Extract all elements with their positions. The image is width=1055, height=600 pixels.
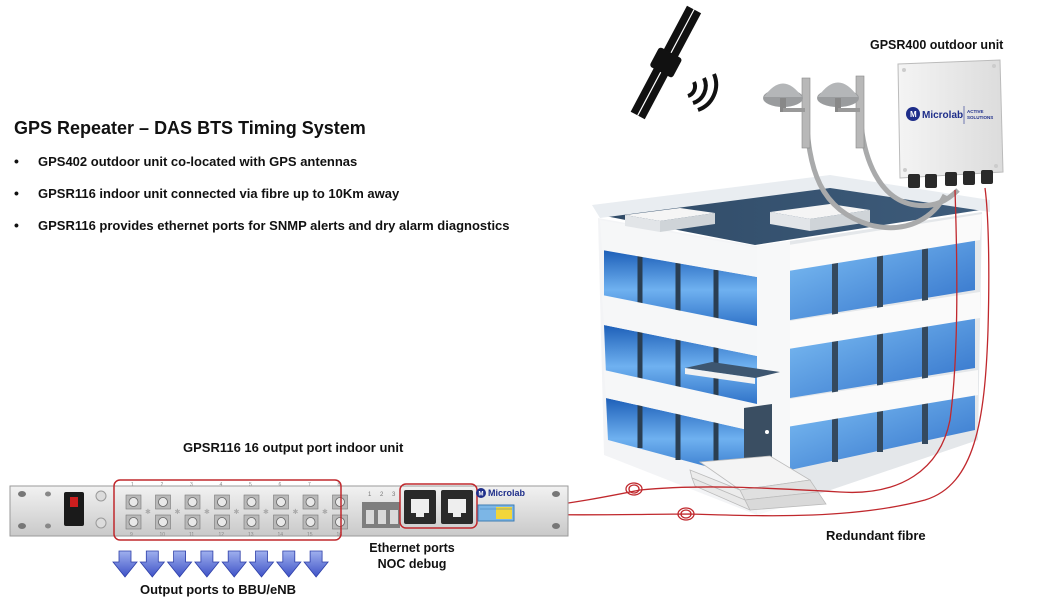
gps-antennas (763, 75, 960, 231)
sma-connector (276, 497, 286, 507)
redundant-fibre-label: Redundant fibre (826, 528, 926, 543)
gpsr116-indoor-unit: 19✱210✱311✱412✱513✱614✱715✱816 1 2 3 M M… (9, 479, 569, 541)
svg-text:2: 2 (380, 492, 384, 498)
dry-alarm-terminal-block: 1 2 3 (362, 492, 400, 528)
sma-connector (128, 517, 139, 527)
down-arrow-icon (275, 550, 302, 578)
port-number-bottom: 12 (219, 532, 225, 538)
svg-text:M: M (479, 492, 484, 498)
output-arrows (112, 550, 329, 578)
port-number-bottom: 14 (278, 532, 284, 538)
sma-connector (305, 497, 316, 507)
down-arrow-icon (248, 550, 275, 578)
bullet-item: GPSR116 indoor unit connected via fibre … (14, 185, 510, 218)
bullet-item: GPS402 outdoor unit co-located with GPS … (14, 153, 510, 186)
down-arrow-icon (303, 550, 329, 578)
feature-bullets: GPS402 outdoor unit co-located with GPS … (14, 153, 510, 250)
separator-mark: ✱ (145, 508, 151, 516)
bullet-item: GPSR116 provides ethernet ports for SNMP… (14, 217, 510, 250)
outdoor-brand-logo: Microlab (922, 110, 963, 121)
port-number-bottom: 16 (337, 532, 343, 538)
separator-mark: ✱ (263, 508, 269, 516)
port-number-bottom: 15 (307, 532, 313, 538)
output-ports-highlight (113, 479, 342, 541)
fibre-lines (515, 187, 990, 521)
separator-mark: ✱ (204, 508, 210, 516)
output-ports-label: Output ports to BBU/eNB (140, 582, 296, 597)
port-number-bottom: 10 (160, 532, 166, 538)
sma-connector (305, 517, 316, 527)
sma-connector (335, 517, 345, 527)
separator-mark: ✱ (234, 508, 240, 516)
port-number-top: 8 (338, 482, 341, 488)
separator-mark: ✱ (293, 508, 299, 516)
sma-connector (335, 497, 345, 507)
indoor-unit-label: GPSR116 16 output port indoor unit (183, 440, 404, 455)
ethernet-ports-label: Ethernet ports (369, 541, 455, 555)
sma-connector (128, 497, 139, 507)
sma-connector (276, 517, 286, 527)
outdoor-unit-label: GPSR400 outdoor unit (870, 38, 1004, 52)
output-port-grid: 1 9 ✱ 2 10 ✱ 3 11 ✱ 4 12 ✱ 5 13 ✱ 6 14 ✱ 7 15 ✱ 8 16 (125, 482, 348, 538)
port-number-top: 1 (131, 482, 134, 488)
svg-text:SOLUTIONS: SOLUTIONS (967, 115, 993, 120)
sma-connector (246, 497, 257, 507)
down-arrow-icon (194, 550, 220, 578)
separator-mark: ✱ (322, 508, 328, 516)
sma-connector (246, 517, 257, 527)
down-arrow-icon (166, 550, 193, 578)
sma-connector (158, 497, 168, 507)
port-number-bottom: 11 (189, 532, 194, 538)
sma-connector (187, 517, 198, 527)
svg-text:ACTIVE: ACTIVE (967, 109, 984, 114)
down-arrow-icon (139, 550, 166, 578)
svg-text:M: M (910, 110, 917, 119)
satellite-icon (630, 5, 719, 120)
down-arrow-icon (112, 550, 138, 578)
page-title: GPS Repeater – DAS BTS Timing System (14, 118, 366, 138)
sma-connector (187, 497, 198, 507)
rack-brand-logo: Microlab (488, 488, 526, 498)
port-number-top: 7 (308, 482, 311, 488)
down-arrow-icon (221, 550, 248, 578)
port-number-top: 4 (220, 482, 223, 488)
ethernet-ports (399, 483, 478, 529)
noc-debug-label: NOC debug (377, 557, 447, 571)
port-number-bottom: 13 (248, 532, 254, 538)
ethernet-ports-highlight (399, 483, 478, 529)
svg-text:1: 1 (368, 492, 372, 498)
sma-connector (217, 517, 227, 527)
building (592, 175, 990, 515)
sma-connector (217, 497, 227, 507)
port-number-top: 5 (249, 482, 252, 488)
port-number-top: 2 (161, 482, 164, 488)
port-number-bottom: 9 (130, 532, 133, 538)
port-number-top: 3 (190, 482, 193, 488)
port-number-top: 6 (279, 482, 282, 488)
sma-connector (158, 517, 168, 527)
gpsr400-outdoor-unit: M Microlab ACTIVE SOLUTIONS (897, 59, 1004, 188)
power-switch (64, 492, 84, 526)
separator-mark: ✱ (175, 508, 181, 516)
svg-text:3: 3 (392, 492, 396, 498)
